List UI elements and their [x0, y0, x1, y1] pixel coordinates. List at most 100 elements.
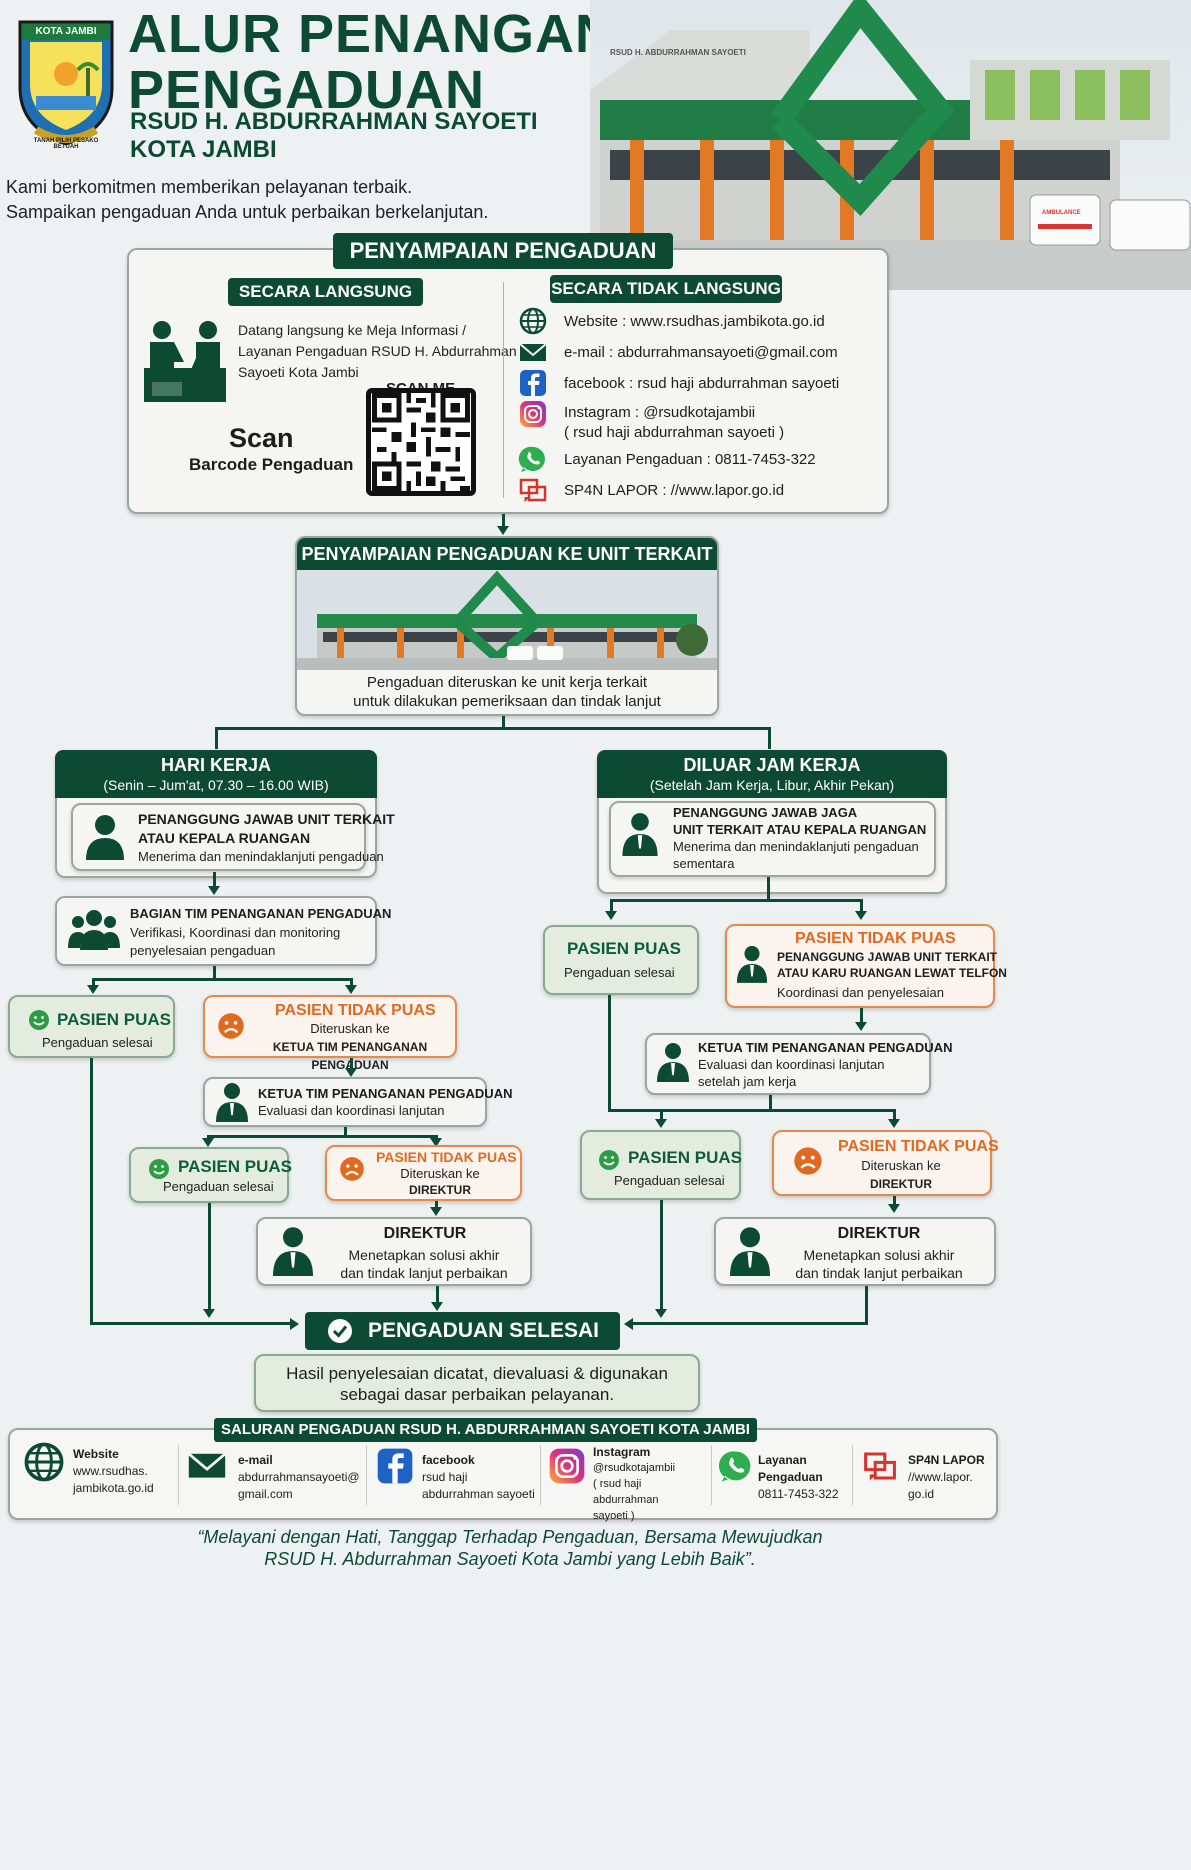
- right-direktur-title: DIREKTUR: [837, 1225, 921, 1242]
- intro-text: Kami berkomitmen memberikan pelayanan te…: [6, 175, 488, 225]
- contact-whatsapp[interactable]: Layanan Pengaduan : 0811-7453-322: [518, 444, 816, 474]
- connector: [660, 1109, 663, 1121]
- scan-title: Scan: [229, 423, 294, 453]
- sad-icon: [794, 1147, 822, 1175]
- right-tidak2-title: PASIEN TIDAK PUAS: [838, 1138, 999, 1155]
- channel-lapor[interactable]: SP4N LAPOR //www.lapor. go.id: [860, 1440, 990, 1510]
- contact-instagram[interactable]: Instagram : @rsudkotajambii ( rsud haji …: [518, 399, 784, 449]
- selesai-desc-line1: Hasil penyelesaian dicatat, dievaluasi &…: [286, 1364, 668, 1383]
- arrow: [87, 985, 99, 994]
- person-tie-icon: [216, 1083, 248, 1122]
- connector: [207, 1135, 438, 1138]
- person-tie-icon: [622, 813, 658, 856]
- right-tidak1-desc1: PENANGGUNG JAWAB UNIT TERKAIT: [777, 950, 998, 964]
- contact-facebook[interactable]: facebook : rsud haji abdurrahman sayoeti: [518, 368, 839, 398]
- left-direktur-desc2: dan tindak lanjut perbaikan: [340, 1265, 508, 1281]
- channel-facebook[interactable]: facebook rsud haji abdurrahman sayoeti: [375, 1440, 537, 1510]
- smile-icon: [599, 1150, 619, 1170]
- channel-website-l2: jambikota.go.id: [73, 1481, 154, 1495]
- channel-instagram[interactable]: Instagram @rsudkotajambii ( rsud haji ab…: [547, 1440, 709, 1522]
- right-tidak1-card: [725, 924, 995, 1008]
- arrow: [855, 911, 867, 920]
- channel-instagram-label: Instagram: [593, 1445, 651, 1459]
- left-tidak1-card: [203, 995, 457, 1058]
- pj-jaga-desc-line2: sementara: [673, 856, 735, 871]
- channel-whatsapp[interactable]: Layanan Pengaduan 0811-7453-322: [718, 1440, 853, 1510]
- ambulance-label: AMBULANCE: [1042, 210, 1081, 216]
- connector: [208, 1203, 211, 1311]
- left-direktur-title: DIREKTUR: [383, 1225, 467, 1242]
- channel-website-l1: www.rsudhas.: [73, 1464, 148, 1478]
- left-direktur-desc1: Menetapkan solusi akhir: [348, 1247, 500, 1263]
- closing-quote: “Melayani dengan Hati, Tanggap Terhadap …: [100, 1526, 920, 1570]
- arrow: [888, 1204, 900, 1213]
- right-puas1-desc: Pengaduan selesai: [564, 965, 675, 980]
- instagram-icon: [520, 401, 546, 427]
- left-tidak1-desc1: Diteruskan ke: [310, 1021, 390, 1036]
- arrow: [431, 1302, 443, 1311]
- right-ketua-desc1: Evaluasi dan koordinasi lanjutan: [698, 1057, 885, 1072]
- channel-website-label: Website: [73, 1447, 119, 1461]
- contact-website-text: Website : www.rsudhas.jambikota.go.id: [564, 312, 825, 330]
- page-subtitle: RSUD H. ABDURRAHMAN SAYOETI KOTA JAMBI: [130, 108, 538, 164]
- channel-website[interactable]: Website www.rsudhas. jambikota.go.id: [20, 1440, 180, 1510]
- right-ketua-title: KETUA TIM PENANGANAN PENGADUAN: [698, 1040, 953, 1055]
- pj-unit-title-line1: PENANGGUNG JAWAB UNIT TERKAIT: [138, 811, 395, 827]
- connector: [865, 1286, 868, 1324]
- arrow: [208, 886, 220, 895]
- title-line2: PENGADUAN: [128, 60, 486, 120]
- right-puas1-title: PASIEN PUAS: [567, 939, 681, 958]
- unit-caption-line1: Pengaduan diteruskan ke unit kerja terka…: [366, 674, 648, 691]
- contact-lapor[interactable]: SP4N LAPOR : //www.lapor.go.id: [518, 475, 784, 505]
- subtitle-line2: KOTA JAMBI: [130, 136, 277, 163]
- contact-website[interactable]: Website : www.rsudhas.jambikota.go.id: [518, 306, 825, 336]
- channel-instagram-l1: @rsudkotajambii: [593, 1462, 676, 1474]
- connector: [660, 1200, 663, 1312]
- channel-email[interactable]: e-mail abdurrahmansayoeti@ gmail.com: [186, 1440, 364, 1510]
- contact-lapor-text: SP4N LAPOR : //www.lapor.go.id: [564, 481, 785, 499]
- connector: [92, 978, 95, 988]
- channel-instagram-l3: sayoeti ): [593, 1510, 635, 1522]
- contact-instagram-text: Instagram : @rsudkotajambii: [564, 404, 756, 421]
- right-ketua-card: [645, 1033, 931, 1095]
- tim-desc-line1: Verifikasi, Koordinasi dan monitoring: [130, 925, 341, 940]
- pj-jaga-card: [609, 801, 936, 877]
- channel-lapor-l2: go.id: [908, 1487, 935, 1501]
- channel-lapor-label: SP4N LAPOR: [908, 1453, 985, 1467]
- right-direktur-desc1: Menetapkan solusi akhir: [803, 1247, 955, 1263]
- channel-facebook-l1: rsud haji: [422, 1470, 468, 1484]
- channel-email-l1: abdurrahmansayoeti@: [238, 1470, 360, 1484]
- left-tidak2-desc: Diteruskan ke DIREKTUR: [370, 1166, 510, 1198]
- intro-line1: Kami berkomitmen memberikan pelayanan te…: [6, 177, 413, 197]
- whatsapp-icon: [718, 1451, 751, 1482]
- tim-title: BAGIAN TIM PENANGANAN PENGADUAN: [130, 906, 392, 921]
- langsung-title: SECARA LANGSUNG: [228, 278, 423, 306]
- unit-title: PENYAMPAIAN PENGADUAN KE UNIT TERKAIT: [297, 538, 717, 570]
- connector: [860, 1008, 863, 1024]
- sad-icon: [340, 1157, 364, 1181]
- contact-whatsapp-text: Layanan Pengaduan : 0811-7453-322: [564, 450, 816, 468]
- arrow: [888, 1119, 900, 1128]
- left-puas1-desc: Pengaduan selesai: [42, 1035, 153, 1050]
- mail-icon: [187, 1452, 227, 1478]
- arrow: [605, 911, 617, 920]
- globe-icon: [24, 1442, 64, 1482]
- channel-divider: [178, 1445, 179, 1505]
- right-direktur-desc: Menetapkan solusi akhir dan tindak lanju…: [770, 1246, 988, 1282]
- left-puas1-title: PASIEN PUAS: [57, 1010, 171, 1029]
- connector: [769, 1095, 772, 1111]
- channel-divider: [540, 1445, 541, 1505]
- facebook-icon: [377, 1448, 413, 1484]
- pj-unit-card: [71, 803, 366, 871]
- qr-code[interactable]: [366, 388, 476, 496]
- pj-jaga-title-line1: PENANGGUNG JAWAB JAGA: [673, 805, 858, 820]
- connector: [502, 716, 505, 728]
- pj-unit-title: PENANGGUNG JAWAB UNIT TERKAIT ATAU KEPAL…: [138, 810, 395, 848]
- connector: [90, 1058, 93, 1324]
- right-tidak1-title: PASIEN TIDAK PUAS: [795, 930, 956, 947]
- channel-email-l2: gmail.com: [238, 1487, 293, 1501]
- channels-title: SALURAN PENGADUAN RSUD H. ABDURRAHMAN SA…: [214, 1418, 757, 1442]
- contact-email[interactable]: e-mail : abdurrahmansayoeti@gmail.com: [518, 337, 838, 367]
- unit-caption-line2: untuk dilakukan pemeriksaan dan tindak l…: [353, 693, 661, 710]
- person-icon: [86, 815, 124, 860]
